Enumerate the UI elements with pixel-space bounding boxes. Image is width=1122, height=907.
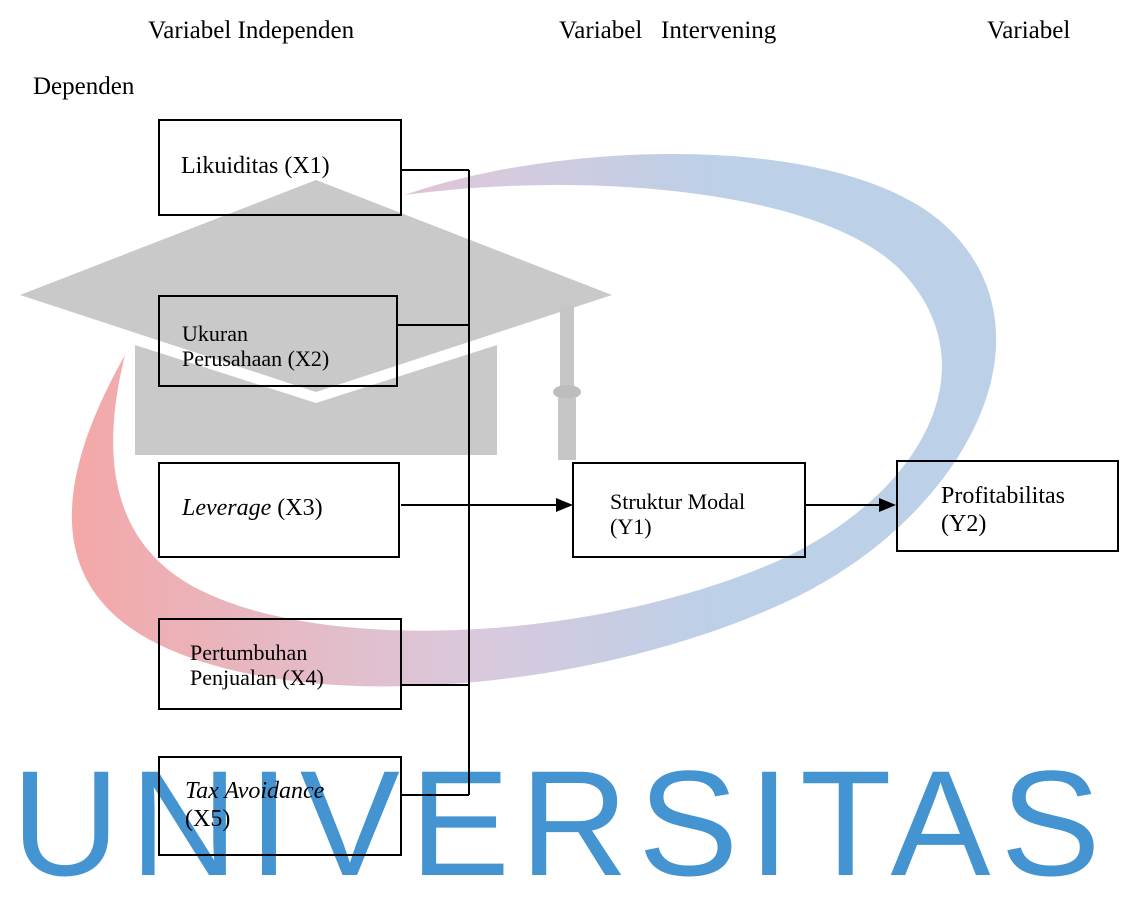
header-intervening: Variabel Intervening — [559, 17, 777, 44]
box-profitabilitas-y2: Profitabilitas (Y2) — [896, 460, 1119, 552]
x5-name: Tax Avoidance — [185, 778, 325, 804]
y2-name: Profitabilitas — [941, 483, 1065, 509]
logo-ring-shape — [71, 153, 997, 687]
x3-code: (X3) — [277, 495, 323, 521]
header-dependent-line1: Variabel — [987, 17, 1071, 44]
x2-name-line1: Ukuran — [182, 321, 248, 346]
x1-name: Likuiditas — [181, 153, 279, 179]
logo-tassel — [558, 398, 576, 460]
logo-tassel-knot — [553, 385, 581, 399]
box-tax-avoidance-x5: Tax Avoidance (X5) — [158, 756, 402, 856]
arrow-x3-to-y1-head — [556, 498, 573, 512]
y1-name: Struktur Modal — [610, 489, 746, 514]
x5-code: (X5) — [185, 805, 231, 832]
x1-code: (X1) — [284, 153, 330, 179]
x4-name-line1: Pertumbuhan — [190, 640, 308, 665]
x3-name: Leverage — [182, 495, 272, 521]
y2-code: (Y2) — [941, 510, 987, 537]
header-dependent-line2: Dependen — [33, 73, 135, 100]
x4-name-line2: Penjualan (X4) — [190, 665, 324, 691]
x2-name-line2: Perusahaan (X2) — [182, 346, 330, 372]
header-independent: Variabel Independen — [148, 17, 355, 44]
box-ukuran-perusahaan-x2: Ukuran Perusahaan (X2) — [158, 295, 398, 387]
box-struktur-modal-y1: Struktur Modal (Y1) — [572, 462, 806, 558]
box-leverage-x3: Leverage (X3) — [158, 462, 400, 558]
arrow-y1-to-y2-head — [879, 498, 896, 512]
logo-tassel-cord — [560, 305, 574, 390]
box-likuiditas-x1: Likuiditas (X1) — [158, 119, 402, 216]
y1-code: (Y1) — [610, 514, 652, 540]
box-pertumbuhan-penjualan-x4: Pertumbuhan Penjualan (X4) — [158, 618, 402, 710]
